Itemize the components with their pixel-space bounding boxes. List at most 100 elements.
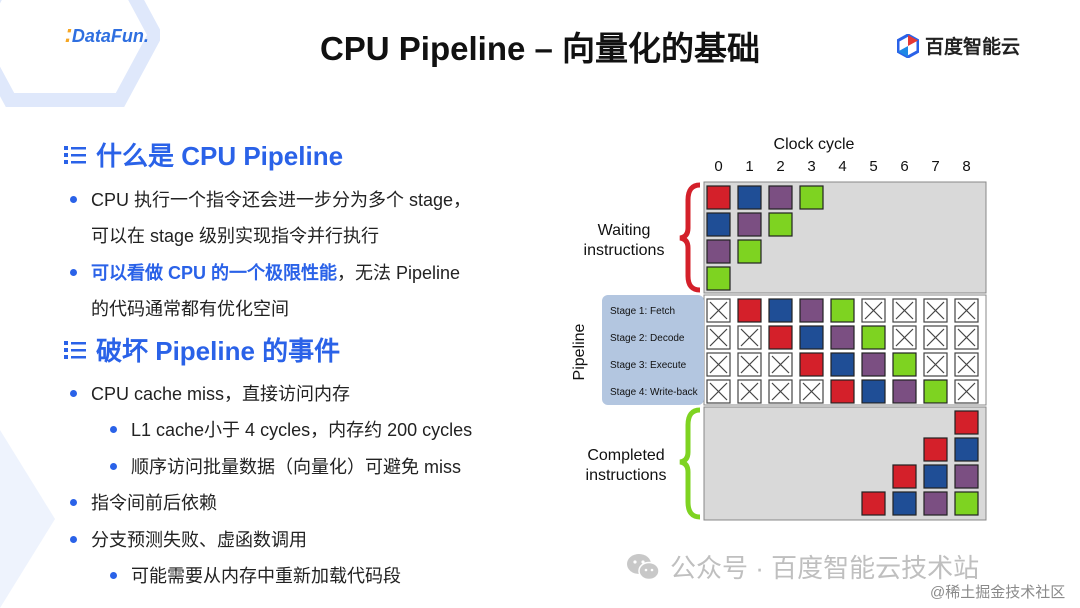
sub-list-item: 可能需要从内存中重新加载代码段 [110, 562, 401, 588]
waiting-bracket [679, 182, 701, 293]
list-item-continuation: 的代码通常都有优化空间 [91, 299, 289, 319]
baidu-cloud-logo: 百度智能云 [897, 32, 1020, 59]
cycle-label: 0 [714, 158, 722, 175]
pipeline-instruction-cell [830, 379, 855, 404]
list-item: CPU 执行一个指令还会进一步分为多个 stage， [70, 186, 471, 212]
bullet-icon [110, 571, 117, 579]
page-title: CPU Pipeline – 向量化的基础 [319, 30, 761, 67]
wechat-watermark: 公众号 · 百度智能云技术站 [626, 548, 979, 585]
waiting-instruction-cell [768, 185, 793, 210]
pipeline-instruction-cell [830, 352, 855, 377]
bullet-icon [70, 195, 77, 203]
waiting-instruction-cell [706, 266, 731, 291]
wechat-icon [627, 553, 660, 580]
waiting-instruction-cell [706, 212, 731, 237]
completed-instruction-cell [954, 464, 979, 489]
cycle-label: 3 [807, 158, 815, 175]
list-item: 指令间前后依赖 [70, 489, 217, 515]
decorative-hexagon [0, 0, 160, 107]
pipeline-bubble-icon [861, 298, 886, 323]
cycle-label: 2 [776, 158, 784, 175]
baidu-cloud-icon [897, 33, 919, 58]
waiting-label-line2: instructions [584, 242, 665, 259]
sub-list-item: 顺序访问批量数据（向量化）可避免 miss [110, 453, 461, 479]
juejin-watermark: @稀土掘金技术社区 [930, 584, 1066, 601]
waiting-instruction-cell [737, 185, 762, 210]
pipeline-bubble-icon [954, 379, 979, 404]
bullet-icon [110, 425, 117, 433]
section-heading-pipeline-hazards: 破坏 Pipeline 的事件 [64, 331, 340, 368]
bullet-icon [70, 498, 77, 506]
pipeline-bubble-icon [923, 298, 948, 323]
pipeline-instruction-cell [861, 352, 886, 377]
pipeline-bubble-icon [923, 352, 948, 377]
datafun-logo: ⁚DataFun. [65, 26, 149, 46]
cycle-label: 8 [962, 158, 970, 175]
pipeline-instruction-cell [830, 325, 855, 350]
stage-label: Stage 4: Write-back [610, 387, 699, 398]
sub-list-item: L1 cache小于 4 cycles，内存约 200 cycles [110, 416, 472, 442]
pipeline-bubble-icon [768, 352, 793, 377]
waiting-instruction-cell [706, 185, 731, 210]
pipeline-bubble-icon [706, 379, 731, 404]
cycle-label: 5 [869, 158, 877, 175]
pipeline-instruction-cell [892, 352, 917, 377]
pipeline-instruction-cell [861, 325, 886, 350]
waiting-instruction-cell [706, 239, 731, 264]
completed-label-line1: Completed [587, 447, 664, 464]
waiting-instruction-cell [799, 185, 824, 210]
completed-bracket [679, 407, 701, 520]
decorative-triangle [0, 430, 55, 608]
section-heading-what-is-pipeline: 什么是 CPU Pipeline [64, 136, 343, 173]
pipeline-bubble-icon [954, 352, 979, 377]
completed-instruction-cell [892, 464, 917, 489]
stage-label: Stage 2: Decode [610, 333, 685, 344]
completed-instruction-cell [861, 491, 886, 516]
completed-instruction-cell [923, 437, 948, 462]
cycle-label: 6 [900, 158, 908, 175]
bullet-icon [70, 389, 77, 397]
list-item: 分支预测失败、虚函数调用 [70, 526, 307, 552]
pipeline-instruction-cell [923, 379, 948, 404]
waiting-label-line1: Waiting [598, 222, 651, 239]
pipeline-bubble-icon [892, 325, 917, 350]
list-item: CPU cache miss，直接访问内存 [70, 380, 350, 406]
pipeline-bubble-icon [799, 379, 824, 404]
pipeline-bubble-icon [768, 379, 793, 404]
pipeline-instruction-cell [768, 325, 793, 350]
pipeline-instruction-cell [737, 298, 762, 323]
list-item-continuation: 可以在 stage 级别实现指令并行执行 [91, 226, 380, 246]
completed-instruction-cell [923, 464, 948, 489]
bullet-icon [110, 462, 117, 470]
pipeline-instruction-cell [768, 298, 793, 323]
cycle-label: 1 [745, 158, 753, 175]
list-item: 可以看做 CPU 的一个极限性能，无法 Pipeline [70, 259, 460, 285]
completed-instruction-cell [923, 491, 948, 516]
completed-instruction-cell [954, 491, 979, 516]
pipeline-bubble-icon [737, 352, 762, 377]
pipeline-bubble-icon [737, 325, 762, 350]
cycle-label: 4 [838, 158, 846, 175]
pipeline-bubble-icon [892, 298, 917, 323]
pipeline-instruction-cell [830, 298, 855, 323]
pipeline-bubble-icon [706, 325, 731, 350]
cycle-label: 7 [931, 158, 939, 175]
pipeline-bubble-icon [737, 379, 762, 404]
stage-label: Stage 3: Execute [610, 360, 687, 371]
pipeline-bubble-icon [706, 298, 731, 323]
pipeline-bubble-icon [954, 298, 979, 323]
pipeline-instruction-cell [799, 325, 824, 350]
clock-cycle-label: Clock cycle [774, 136, 855, 153]
waiting-instruction-cell [768, 212, 793, 237]
pipeline-bubble-icon [706, 352, 731, 377]
bullet-icon [70, 535, 77, 543]
pipeline-bubble-icon [923, 325, 948, 350]
pipeline-instruction-cell [861, 379, 886, 404]
list-icon [64, 340, 86, 359]
pipeline-diagram: Clock cycle 0 1 2 3 4 5 6 7 8 Waiting instructio… [571, 136, 987, 521]
pipeline-instruction-cell [799, 298, 824, 323]
completed-label-line2: instructions [586, 467, 667, 484]
stage-label-panel [602, 295, 704, 405]
pipeline-bubble-icon [954, 325, 979, 350]
completed-instruction-cell [954, 437, 979, 462]
